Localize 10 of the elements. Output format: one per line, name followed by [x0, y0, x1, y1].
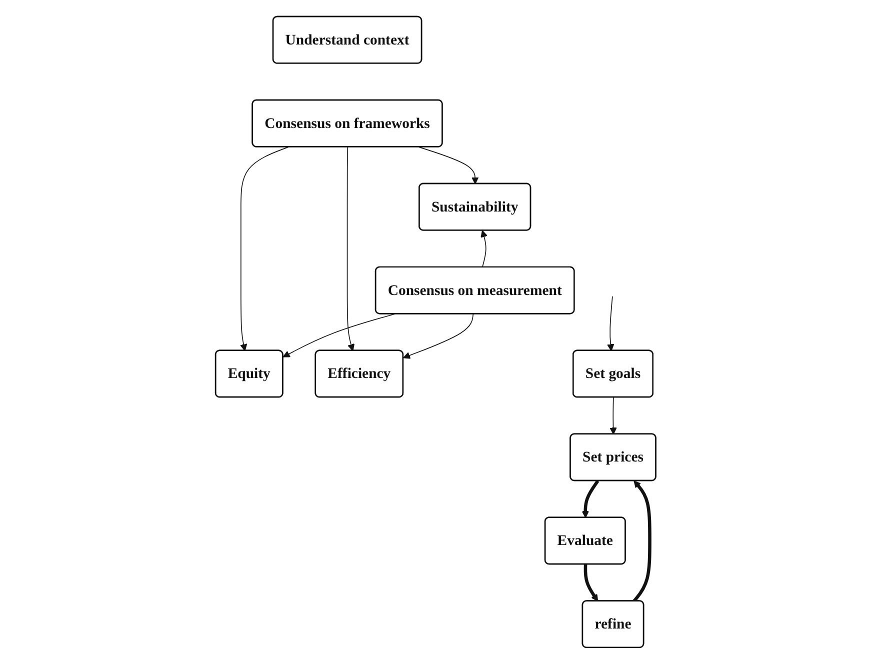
arrow [584, 564, 598, 602]
arrow [610, 397, 618, 435]
arrow [633, 480, 652, 602]
arrow [480, 230, 488, 268]
arrow [607, 296, 615, 352]
arrow [403, 314, 474, 359]
arrow [347, 146, 355, 352]
arrow [240, 146, 290, 352]
arrow [582, 480, 600, 518]
arrow [418, 146, 480, 184]
